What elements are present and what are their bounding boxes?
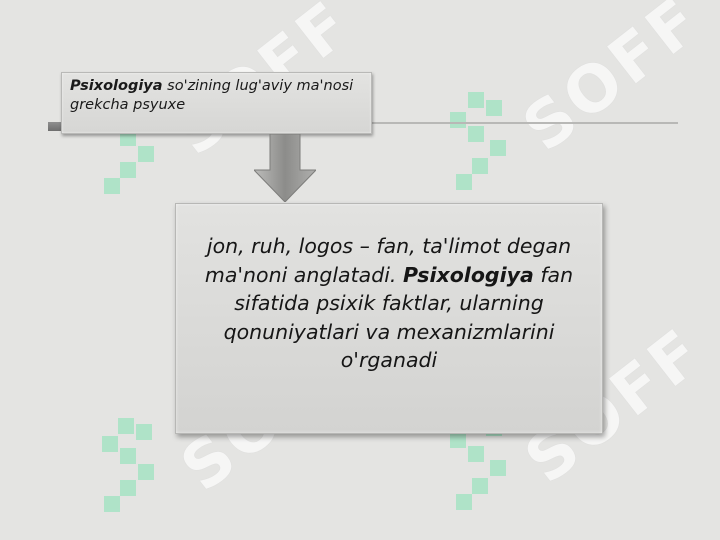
soff-logo-icon: [450, 92, 506, 190]
watermark-text: SOFF: [510, 0, 717, 167]
main-part2: fan sifatida psixik faktlar, ularning qo…: [223, 262, 574, 373]
divider-line: [372, 122, 678, 124]
definition-text-top: Psixologiya so'zining lug'aviy ma'nosi g…: [70, 77, 363, 115]
definition-text-main: jon, ruh, logos – fan, ta'limot degan ma…: [198, 232, 580, 375]
definition-box-top: Psixologiya so'zining lug'aviy ma'nosi g…: [61, 72, 372, 134]
term-rest: so'zining lug'aviy ma'nosi grekcha psyux…: [70, 78, 354, 113]
soff-logo-icon: [102, 418, 154, 512]
down-arrow-icon: [254, 134, 316, 202]
term-bold: Psixologiya: [70, 78, 163, 94]
main-term-bold: Psixologiya: [402, 262, 534, 287]
main-part1: jon, ruh, logos – fan, ta'limot degan ma…: [204, 234, 572, 287]
definition-box-main: jon, ruh, logos – fan, ta'limot degan ma…: [175, 203, 603, 434]
